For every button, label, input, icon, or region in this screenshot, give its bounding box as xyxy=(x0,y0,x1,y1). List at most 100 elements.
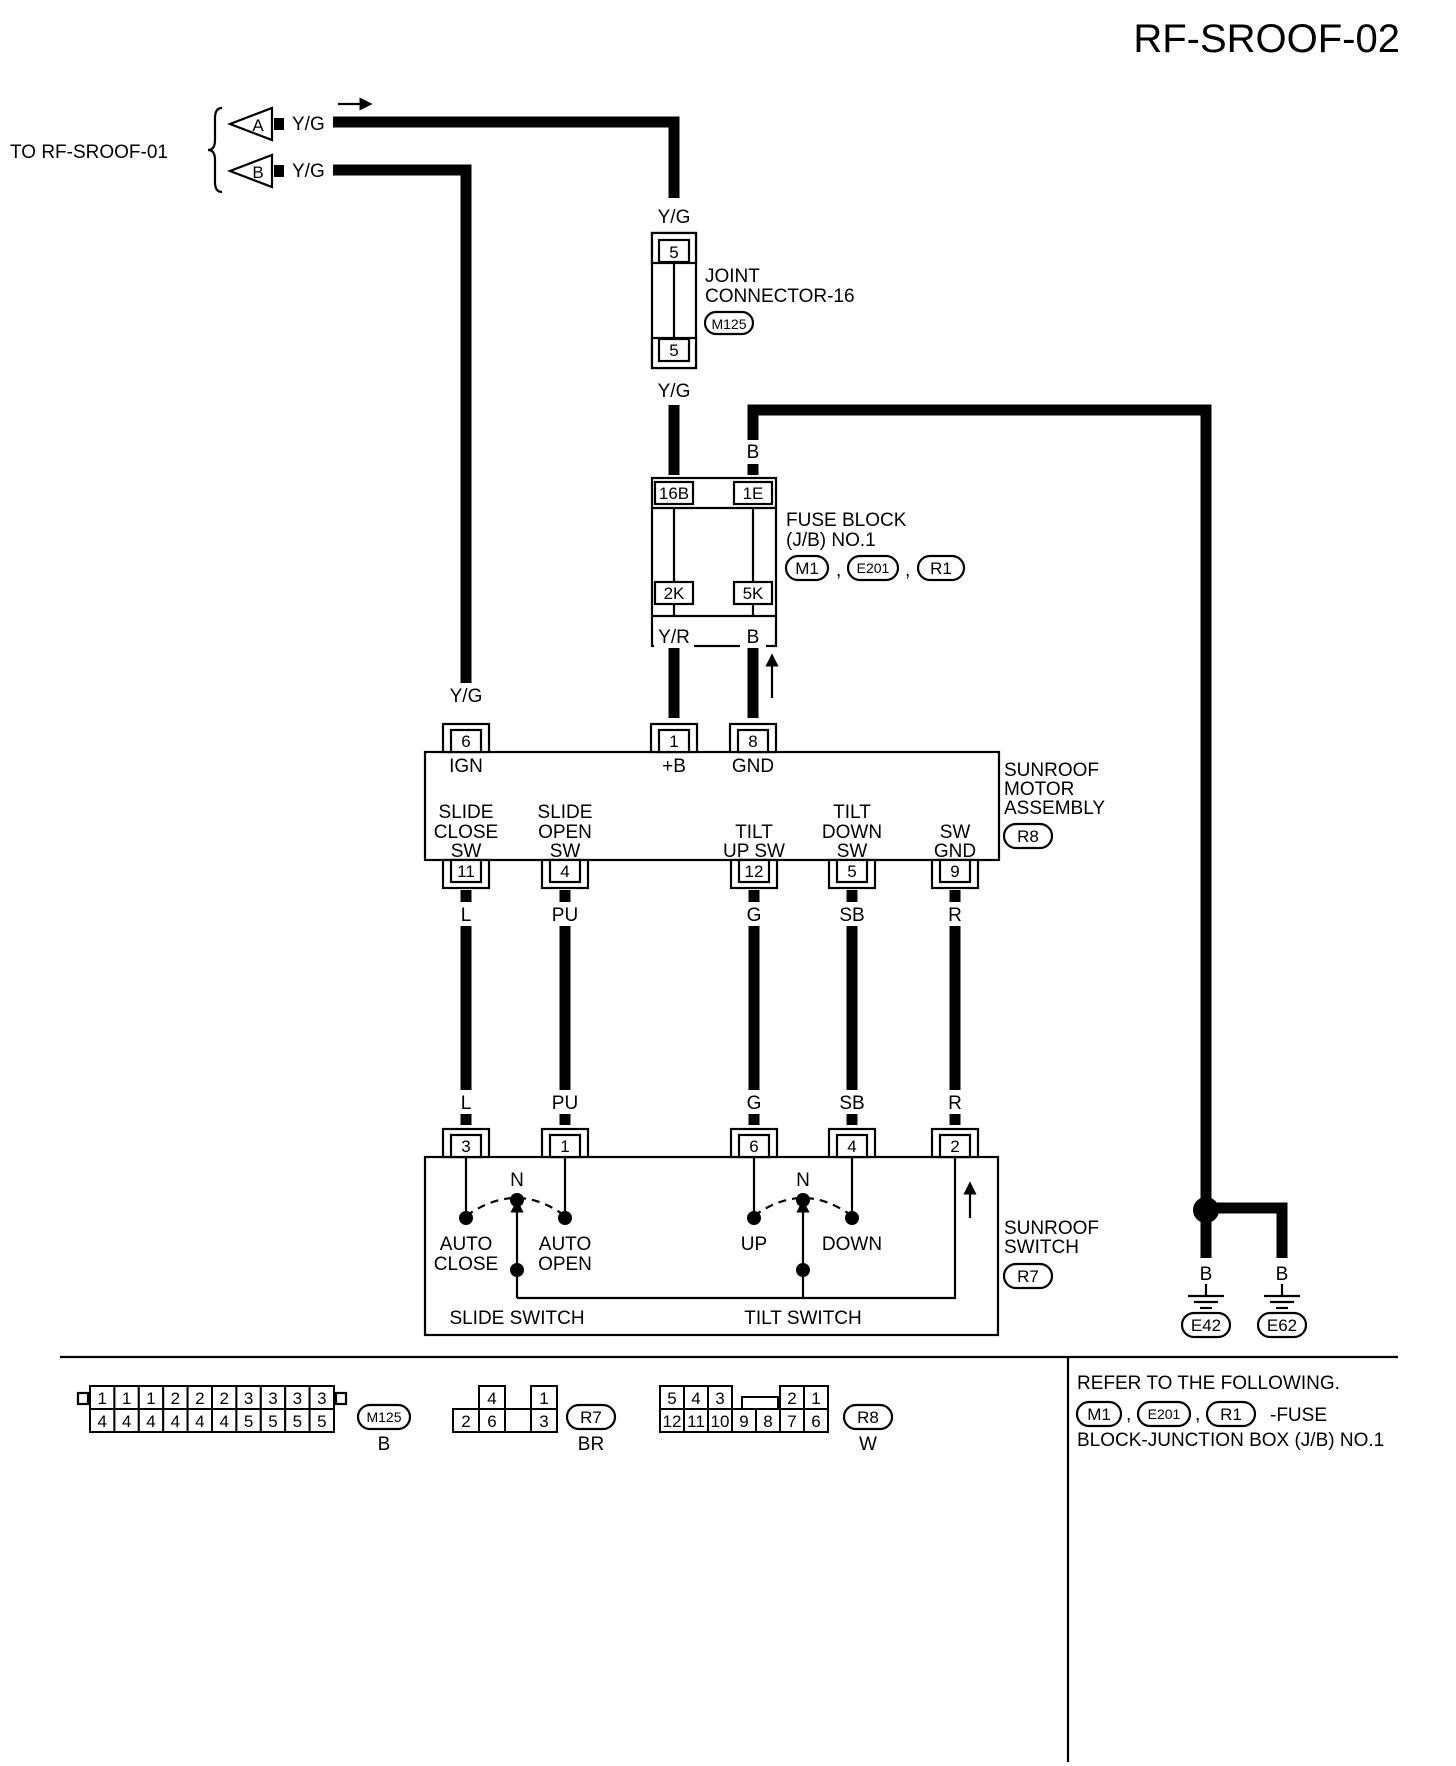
connector-cell-label: 1 xyxy=(146,1389,155,1408)
motor-func-5-b: DOWN xyxy=(822,822,882,843)
connector-cell-label: 6 xyxy=(811,1412,820,1431)
connector-cell-label: 2 xyxy=(787,1389,796,1408)
wire-b-yg xyxy=(333,164,472,690)
switch-pin-3: 3 xyxy=(461,1137,470,1156)
connector-cell-label: 5 xyxy=(667,1389,676,1408)
switch-pin-1: 1 xyxy=(560,1137,569,1156)
connector-cell-label: 4 xyxy=(487,1389,496,1408)
connector-cell-label: 2 xyxy=(195,1389,204,1408)
fuse-wire-bottom-left: Y/R xyxy=(658,627,690,648)
cv-r7-code: R7 xyxy=(580,1408,602,1427)
connector-cell-label: 2 xyxy=(219,1389,228,1408)
fuse-code-r1: R1 xyxy=(930,559,952,578)
motor-pin-8: 8 xyxy=(748,732,757,751)
connector-cell-label: 2 xyxy=(171,1389,180,1408)
motor-func-5-a: TILT xyxy=(833,802,871,823)
ref-brace xyxy=(207,106,223,194)
motor-func-gnd: GND xyxy=(732,756,774,777)
motor-func-11-a: SLIDE xyxy=(439,802,494,823)
motor-name-1: SUNROOF xyxy=(1004,760,1099,781)
connector-cell-label: 4 xyxy=(146,1412,155,1431)
motor-pin-5: 5 xyxy=(847,862,856,881)
cv-m125-badge xyxy=(356,1403,412,1431)
connector-cell-label: 3 xyxy=(268,1389,277,1408)
cv-m125-code: M125 xyxy=(366,1409,401,1425)
ref-connector-b-color: Y/G xyxy=(292,161,325,182)
motor-code-badge xyxy=(1002,822,1054,850)
joint-name-1: JOINT xyxy=(705,266,760,287)
connector-cell-label: 11 xyxy=(687,1412,705,1431)
motor-pin-12: 12 xyxy=(745,862,764,881)
cv-r8-badge xyxy=(842,1403,894,1431)
motor-wire-9: R xyxy=(948,905,962,926)
switch-code: R7 xyxy=(1017,1267,1039,1286)
joint-code-badge xyxy=(703,310,755,336)
motor-func-9-a: SW xyxy=(940,822,971,843)
switch-wire-1: PU xyxy=(552,1093,578,1114)
slide-auto-close-1: AUTO xyxy=(440,1234,492,1255)
switch-body xyxy=(423,1155,1000,1337)
cv-r8-code: R8 xyxy=(857,1408,879,1427)
motor-pin-9: 9 xyxy=(950,862,959,881)
motor-wire-11: L xyxy=(461,905,472,926)
grounds: B B E42 E62 xyxy=(1180,1197,1308,1339)
switch-wire-4: SB xyxy=(839,1093,864,1114)
connector-cell-label: 5 xyxy=(293,1412,302,1431)
svg-text:,: , xyxy=(836,560,841,581)
slide-auto-open-1: AUTO xyxy=(539,1234,591,1255)
motor-pin-4: 4 xyxy=(560,862,569,881)
motor-name-2: MOTOR xyxy=(1004,779,1074,800)
tilt-switch-label: TILT SWITCH xyxy=(744,1308,862,1329)
ground-e62-code: E62 xyxy=(1267,1316,1297,1335)
refer-line-1: REFER TO THE FOLLOWING. xyxy=(1077,1373,1340,1394)
joint-wire-bottom: Y/G xyxy=(658,381,691,402)
ref-connector-b xyxy=(226,153,274,189)
connector-cell-label: 2 xyxy=(461,1412,470,1431)
joint-pin-bottom-label: 5 xyxy=(669,341,678,360)
wire-a-yg xyxy=(333,116,680,198)
motor-pin-6: 6 xyxy=(461,732,470,751)
slide-switch-label: SLIDE SWITCH xyxy=(449,1308,584,1329)
fuse-pin-2k: 2K xyxy=(664,584,685,603)
ref-connectors: TO RF-SROOF-01 A Y/G B Y/G xyxy=(10,97,373,194)
joint-connector: 5 5 Y/G Y/G JOINT CONNECTOR-16 M125 xyxy=(650,206,855,402)
switch-wire-3: L xyxy=(461,1093,472,1114)
connector-cell-label: 1 xyxy=(97,1389,106,1408)
sunroof-motor-assembly: 6 1 8 Y/G IGN +B GND SLIDE CLOSE SW SLID… xyxy=(423,683,1105,926)
fuse-pin-16b: 16B xyxy=(659,484,689,503)
connector-cell-label: 3 xyxy=(715,1389,724,1408)
refer-note: REFER TO THE FOLLOWING. M1 , E201 , R1 -… xyxy=(1075,1373,1384,1451)
switch-code-badge xyxy=(1002,1262,1054,1290)
motor-func-4-c: SW xyxy=(550,841,581,862)
tilt-neutral: N xyxy=(796,1170,810,1191)
motor-func-b: +B xyxy=(662,756,686,777)
wire-ground-e62 xyxy=(1206,1202,1288,1258)
connector-cell-label: 3 xyxy=(293,1389,302,1408)
fuse-name-2: (J/B) NO.1 xyxy=(786,530,876,551)
motor-func-12-b: UP SW xyxy=(723,841,785,862)
svg-text:,: , xyxy=(905,560,910,581)
cv-r7-color: BR xyxy=(578,1434,604,1455)
connector-cell-label: 12 xyxy=(663,1412,682,1431)
connector-cell-label: 1 xyxy=(122,1389,131,1408)
motor-code: R8 xyxy=(1017,827,1039,846)
motor-func-4-b: OPEN xyxy=(538,822,592,843)
fuse-code-e201: E201 xyxy=(857,560,890,576)
joint-wire-top: Y/G xyxy=(658,207,691,228)
connector-cell-label: 5 xyxy=(244,1412,253,1431)
ground-e42-code: E42 xyxy=(1191,1316,1221,1335)
motor-func-12-a: TILT xyxy=(735,822,773,843)
joint-pin-top-label: 5 xyxy=(669,243,678,262)
page-code: RF-SROOF-02 xyxy=(1133,17,1400,61)
fuse-block: 16B 1E 2K 5K B Y/R B FUSE BLOCK (J/B) NO… xyxy=(650,440,966,648)
switch-name-1: SUNROOF xyxy=(1004,1218,1099,1239)
refer-line-3: BLOCK-JUNCTION BOX (J/B) NO.1 xyxy=(1077,1430,1384,1451)
motor-bottom-pins: 11 4 12 5 9 xyxy=(441,858,980,890)
connector-cell xyxy=(530,1408,558,1433)
motor-body xyxy=(423,750,1001,862)
ground-e62 xyxy=(1256,1311,1308,1339)
motor-wire-4: PU xyxy=(552,905,578,926)
